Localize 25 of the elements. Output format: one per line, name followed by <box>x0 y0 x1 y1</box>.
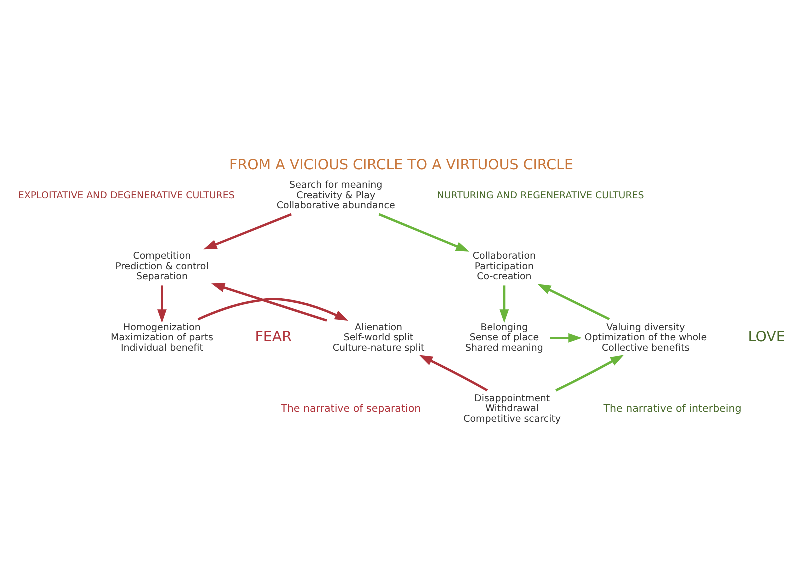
label: The narrative of separation <box>281 402 422 414</box>
label: NURTURING AND REGENERATIVE CULTURES <box>437 190 644 201</box>
node-text: Disappointment Withdrawal Competitive scarcity <box>464 392 562 424</box>
arrow <box>204 212 292 250</box>
label: LOVE <box>748 329 786 346</box>
arrow <box>500 285 510 323</box>
node-text: Alienation Self-world split Culture-nature split <box>332 322 425 354</box>
arrow <box>212 282 328 322</box>
arrow <box>550 332 582 342</box>
label: The narrative of interbeing <box>604 402 742 414</box>
node-text: Collaboration Participation Co-creation <box>472 250 536 282</box>
label: FEAR <box>255 329 292 346</box>
node-text: Homogenization Maximization of parts Individual benefit <box>110 322 214 354</box>
arrow <box>158 285 167 323</box>
arrow <box>538 284 610 320</box>
arrow <box>378 212 470 252</box>
arrow <box>556 354 624 392</box>
node-text: Valuing diversity Optimization of the whole Collective benefits <box>584 322 708 354</box>
arrow <box>198 298 349 320</box>
arrow <box>419 354 488 392</box>
label: EXPLOITATIVE AND DEGENERATIVE CULTURES <box>18 190 235 201</box>
node-text: Belonging Sense of place Shared meaning <box>466 322 544 354</box>
diagram-title: FROM A VICIOUS CIRCLE TO A VIRTUOUS CIRCLE <box>230 157 574 174</box>
node-text: Search for meaning Creativity & Play Collaborative abundance <box>276 180 396 212</box>
node-text: Competition Prediction & control Separation <box>116 250 209 282</box>
